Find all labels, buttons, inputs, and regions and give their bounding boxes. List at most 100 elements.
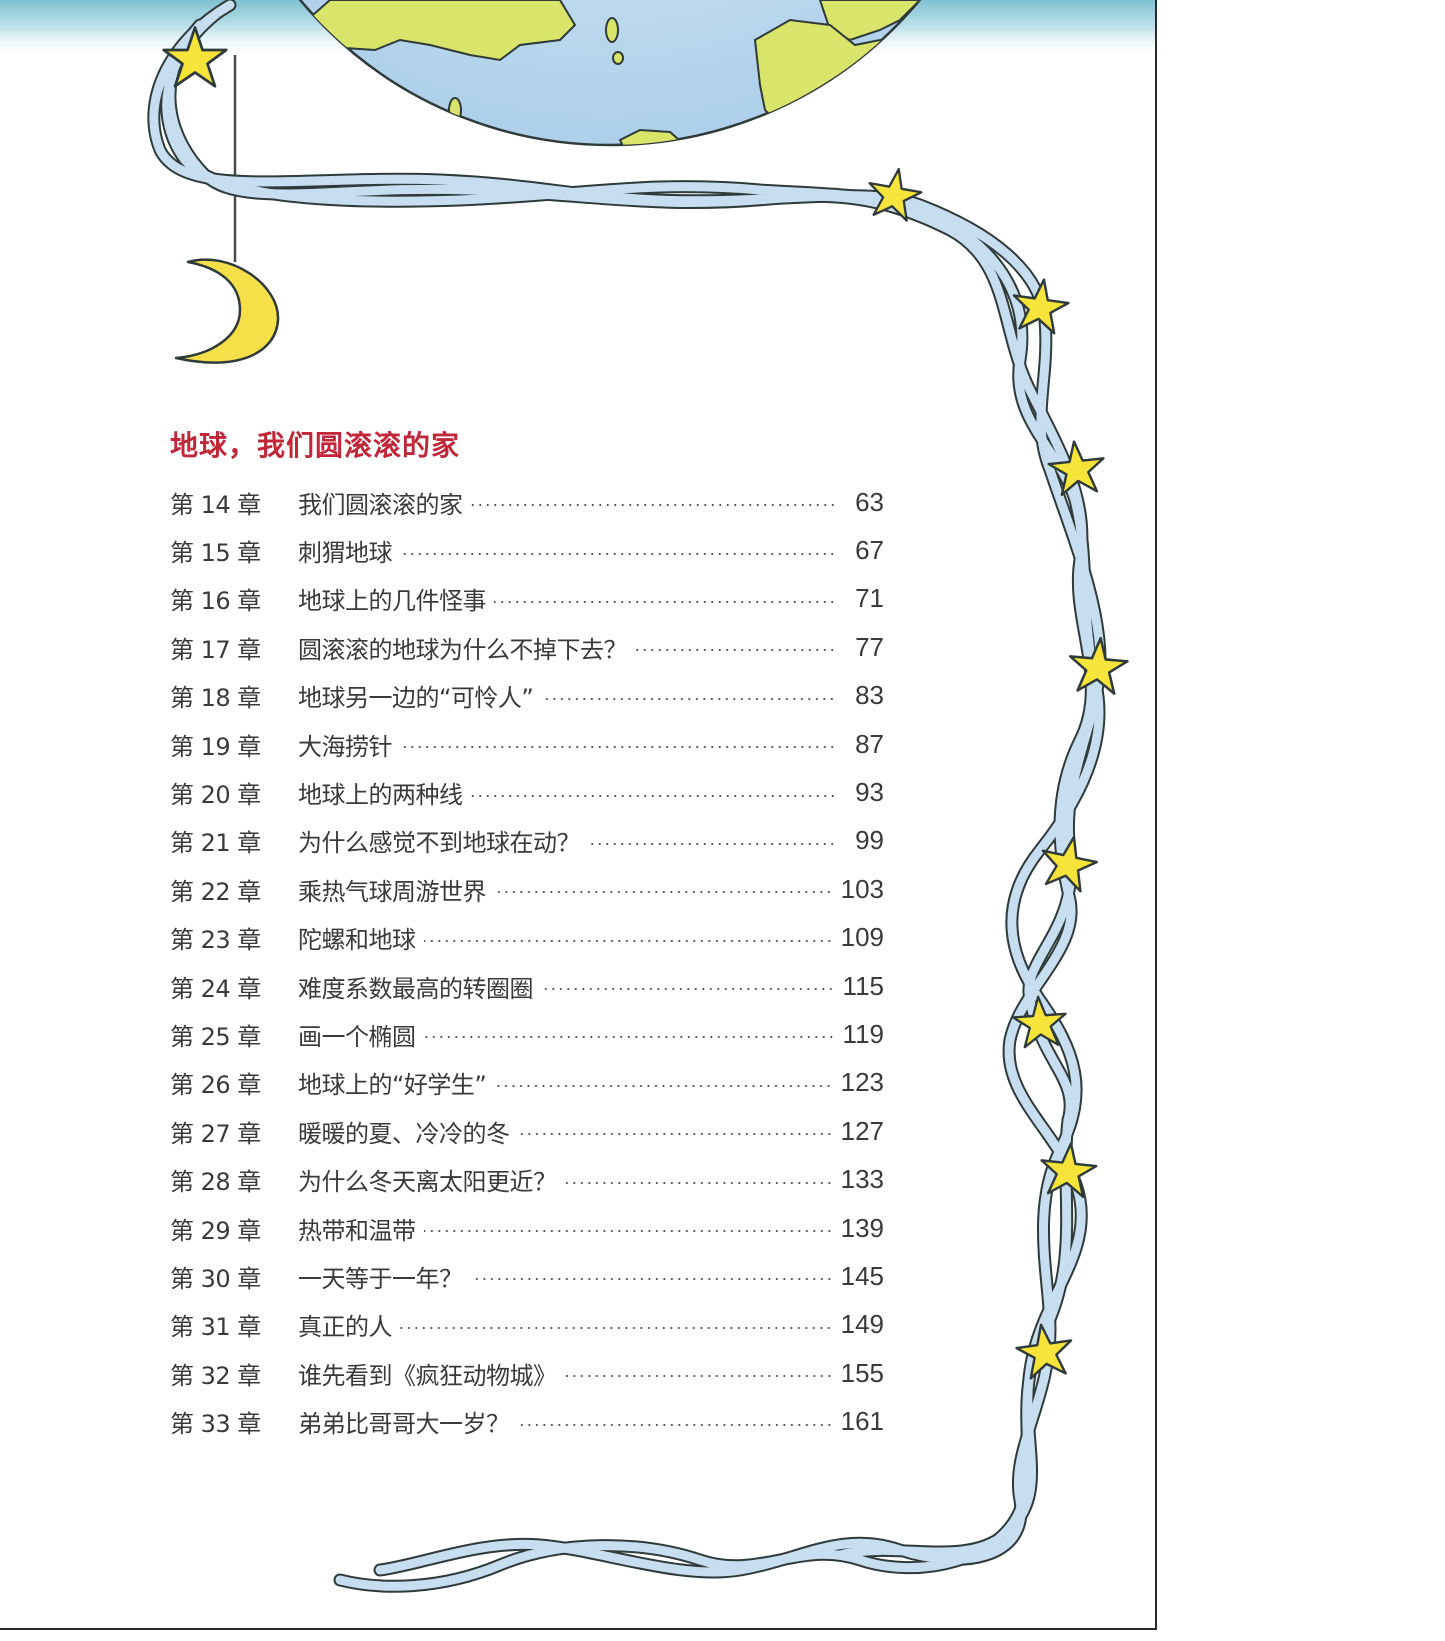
toc-row[interactable]: 第 32 章谁先看到《疯狂动物城》155 xyxy=(170,1349,884,1397)
star-icon xyxy=(1047,440,1105,497)
page-number: 93 xyxy=(855,777,884,808)
chapter-title: 大海捞针 xyxy=(298,732,393,761)
toc-row[interactable]: 第 25 章 画一个椭圆 119 xyxy=(170,1010,884,1058)
dot-leader xyxy=(400,552,836,555)
toc-row[interactable]: 第 29 章 热带和温带 139 xyxy=(170,1204,884,1252)
dot-leader xyxy=(494,600,836,603)
chapter-number: 第 24 章 xyxy=(170,974,261,1003)
chapter-number: 第 29 章 xyxy=(170,1216,261,1245)
dot-leader xyxy=(541,988,835,991)
chapter-title: 为什么冬天离太阳更近？ xyxy=(298,1168,557,1197)
chapter-title: 陀螺和地球 xyxy=(298,926,416,955)
page-number: 103 xyxy=(840,873,884,904)
chapter-number: 第 22 章 xyxy=(170,877,261,906)
chapter-number: 第 20 章 xyxy=(170,781,261,810)
star-icon xyxy=(1068,636,1129,695)
toc-row[interactable]: 第 17 章圆滚滚的地球为什么不掉下去？77 xyxy=(170,623,884,671)
toc-row[interactable]: 第 24 章 难度系数最高的转圈圈 115 xyxy=(170,962,884,1010)
chapter-number: 第 19 章 xyxy=(170,732,261,761)
chapter-title: 画一个椭圆 xyxy=(298,1022,416,1051)
chapter-number: 第 26 章 xyxy=(170,1071,261,1100)
toc-row[interactable]: 第 15 章 刺猬地球 67 xyxy=(170,526,884,574)
chapter-title: 热带和温带 xyxy=(298,1216,416,1245)
toc-row[interactable]: 第 18 章地球另一边的“可怜人”83 xyxy=(170,672,884,720)
globe-icon xyxy=(210,0,923,147)
chapter-number: 第 15 章 xyxy=(170,539,261,568)
page-number: 139 xyxy=(840,1212,884,1243)
page-number: 115 xyxy=(842,970,884,1001)
chapter-title: 为什么感觉不到地球在动？ xyxy=(298,829,581,858)
star-icon xyxy=(1012,278,1070,335)
dot-leader xyxy=(423,1036,835,1039)
page-number: 87 xyxy=(855,728,884,759)
star-icon xyxy=(1040,1142,1098,1199)
page-number: 63 xyxy=(855,486,884,517)
page-number: 123 xyxy=(840,1067,884,1098)
toc-row[interactable]: 第 21 章 为什么感觉不到地球在动？ 99 xyxy=(170,817,884,865)
chapter-title: 难度系数最高的转圈圈 xyxy=(298,974,534,1003)
chapter-title: 圆滚滚的地球为什么不掉下去？ xyxy=(298,635,628,664)
chapter-number: 第 21 章 xyxy=(170,829,261,858)
page-number: 155 xyxy=(840,1357,884,1388)
page-number: 119 xyxy=(842,1018,884,1049)
chapter-title: 乘热气球周游世界 xyxy=(298,877,487,906)
chapter-title: 弟弟比哥哥大一岁？ xyxy=(298,1410,510,1439)
dot-leader xyxy=(470,1278,833,1281)
chapter-number: 第 17 章 xyxy=(170,635,261,664)
chapter-title: 地球上的“好学生” xyxy=(298,1071,487,1100)
star-icon xyxy=(1015,1323,1073,1380)
chapter-title: 刺猬地球 xyxy=(298,539,393,568)
chapter-number: 第 18 章 xyxy=(170,684,261,713)
toc-row[interactable]: 第 26 章 地球上的“好学生” 123 xyxy=(170,1059,884,1107)
chapter-number: 第 25 章 xyxy=(170,1022,261,1051)
dot-leader xyxy=(494,1084,833,1087)
decorative-illustration xyxy=(0,0,1155,1593)
chapter-title: 一天等于一年？ xyxy=(298,1264,463,1293)
chapter-number: 第 14 章 xyxy=(170,490,261,519)
star-icon xyxy=(1012,995,1067,1049)
dot-leader xyxy=(400,746,836,749)
dot-leader xyxy=(564,1181,833,1184)
toc-row[interactable]: 第 30 章 一天等于一年？ 145 xyxy=(170,1252,884,1300)
chapter-number: 第 27 章 xyxy=(170,1119,261,1148)
chapter-number: 第 23 章 xyxy=(170,926,261,955)
dot-leader xyxy=(541,697,836,700)
dot-leader xyxy=(494,891,833,894)
page-number: 71 xyxy=(855,583,884,614)
toc-row[interactable]: 第 16 章 地球上的几件怪事 71 xyxy=(170,575,884,623)
toc-row[interactable]: 第 19 章 大海捞针 87 xyxy=(170,720,884,768)
page-number: 149 xyxy=(840,1309,884,1340)
dot-leader xyxy=(400,1326,833,1329)
toc-row[interactable]: 第 28 章为什么冬天离太阳更近？133 xyxy=(170,1155,884,1203)
star-icon xyxy=(868,167,923,222)
star-icon xyxy=(1041,835,1098,893)
dot-leader xyxy=(588,842,836,845)
chapter-number: 第 16 章 xyxy=(170,587,261,616)
dot-leader xyxy=(517,1423,833,1426)
page-number: 99 xyxy=(855,825,884,856)
ribbon-border xyxy=(147,0,1107,1593)
dot-leader xyxy=(423,939,833,942)
chapter-title: 真正的人 xyxy=(298,1313,393,1342)
chapter-number: 第 31 章 xyxy=(170,1313,261,1342)
chapter-title: 地球另一边的“可怜人” xyxy=(298,684,534,713)
dot-leader xyxy=(423,1230,833,1233)
moon-icon xyxy=(174,258,280,364)
page-number: 67 xyxy=(855,535,884,566)
toc-row[interactable]: 第 31 章 真正的人 149 xyxy=(170,1301,884,1349)
toc-row[interactable]: 第 22 章 乘热气球周游世界 103 xyxy=(170,865,884,913)
page-number: 127 xyxy=(840,1115,884,1146)
page-number: 145 xyxy=(840,1260,884,1291)
chapter-title: 谁先看到《疯狂动物城》 xyxy=(298,1361,557,1390)
dot-leader xyxy=(517,1133,833,1136)
chapter-number: 第 28 章 xyxy=(170,1168,261,1197)
chapter-number: 第 30 章 xyxy=(170,1264,261,1293)
chapter-title: 地球上的几件怪事 xyxy=(298,587,487,616)
toc-row[interactable]: 第 33 章弟弟比哥哥大一岁？161 xyxy=(170,1397,884,1445)
